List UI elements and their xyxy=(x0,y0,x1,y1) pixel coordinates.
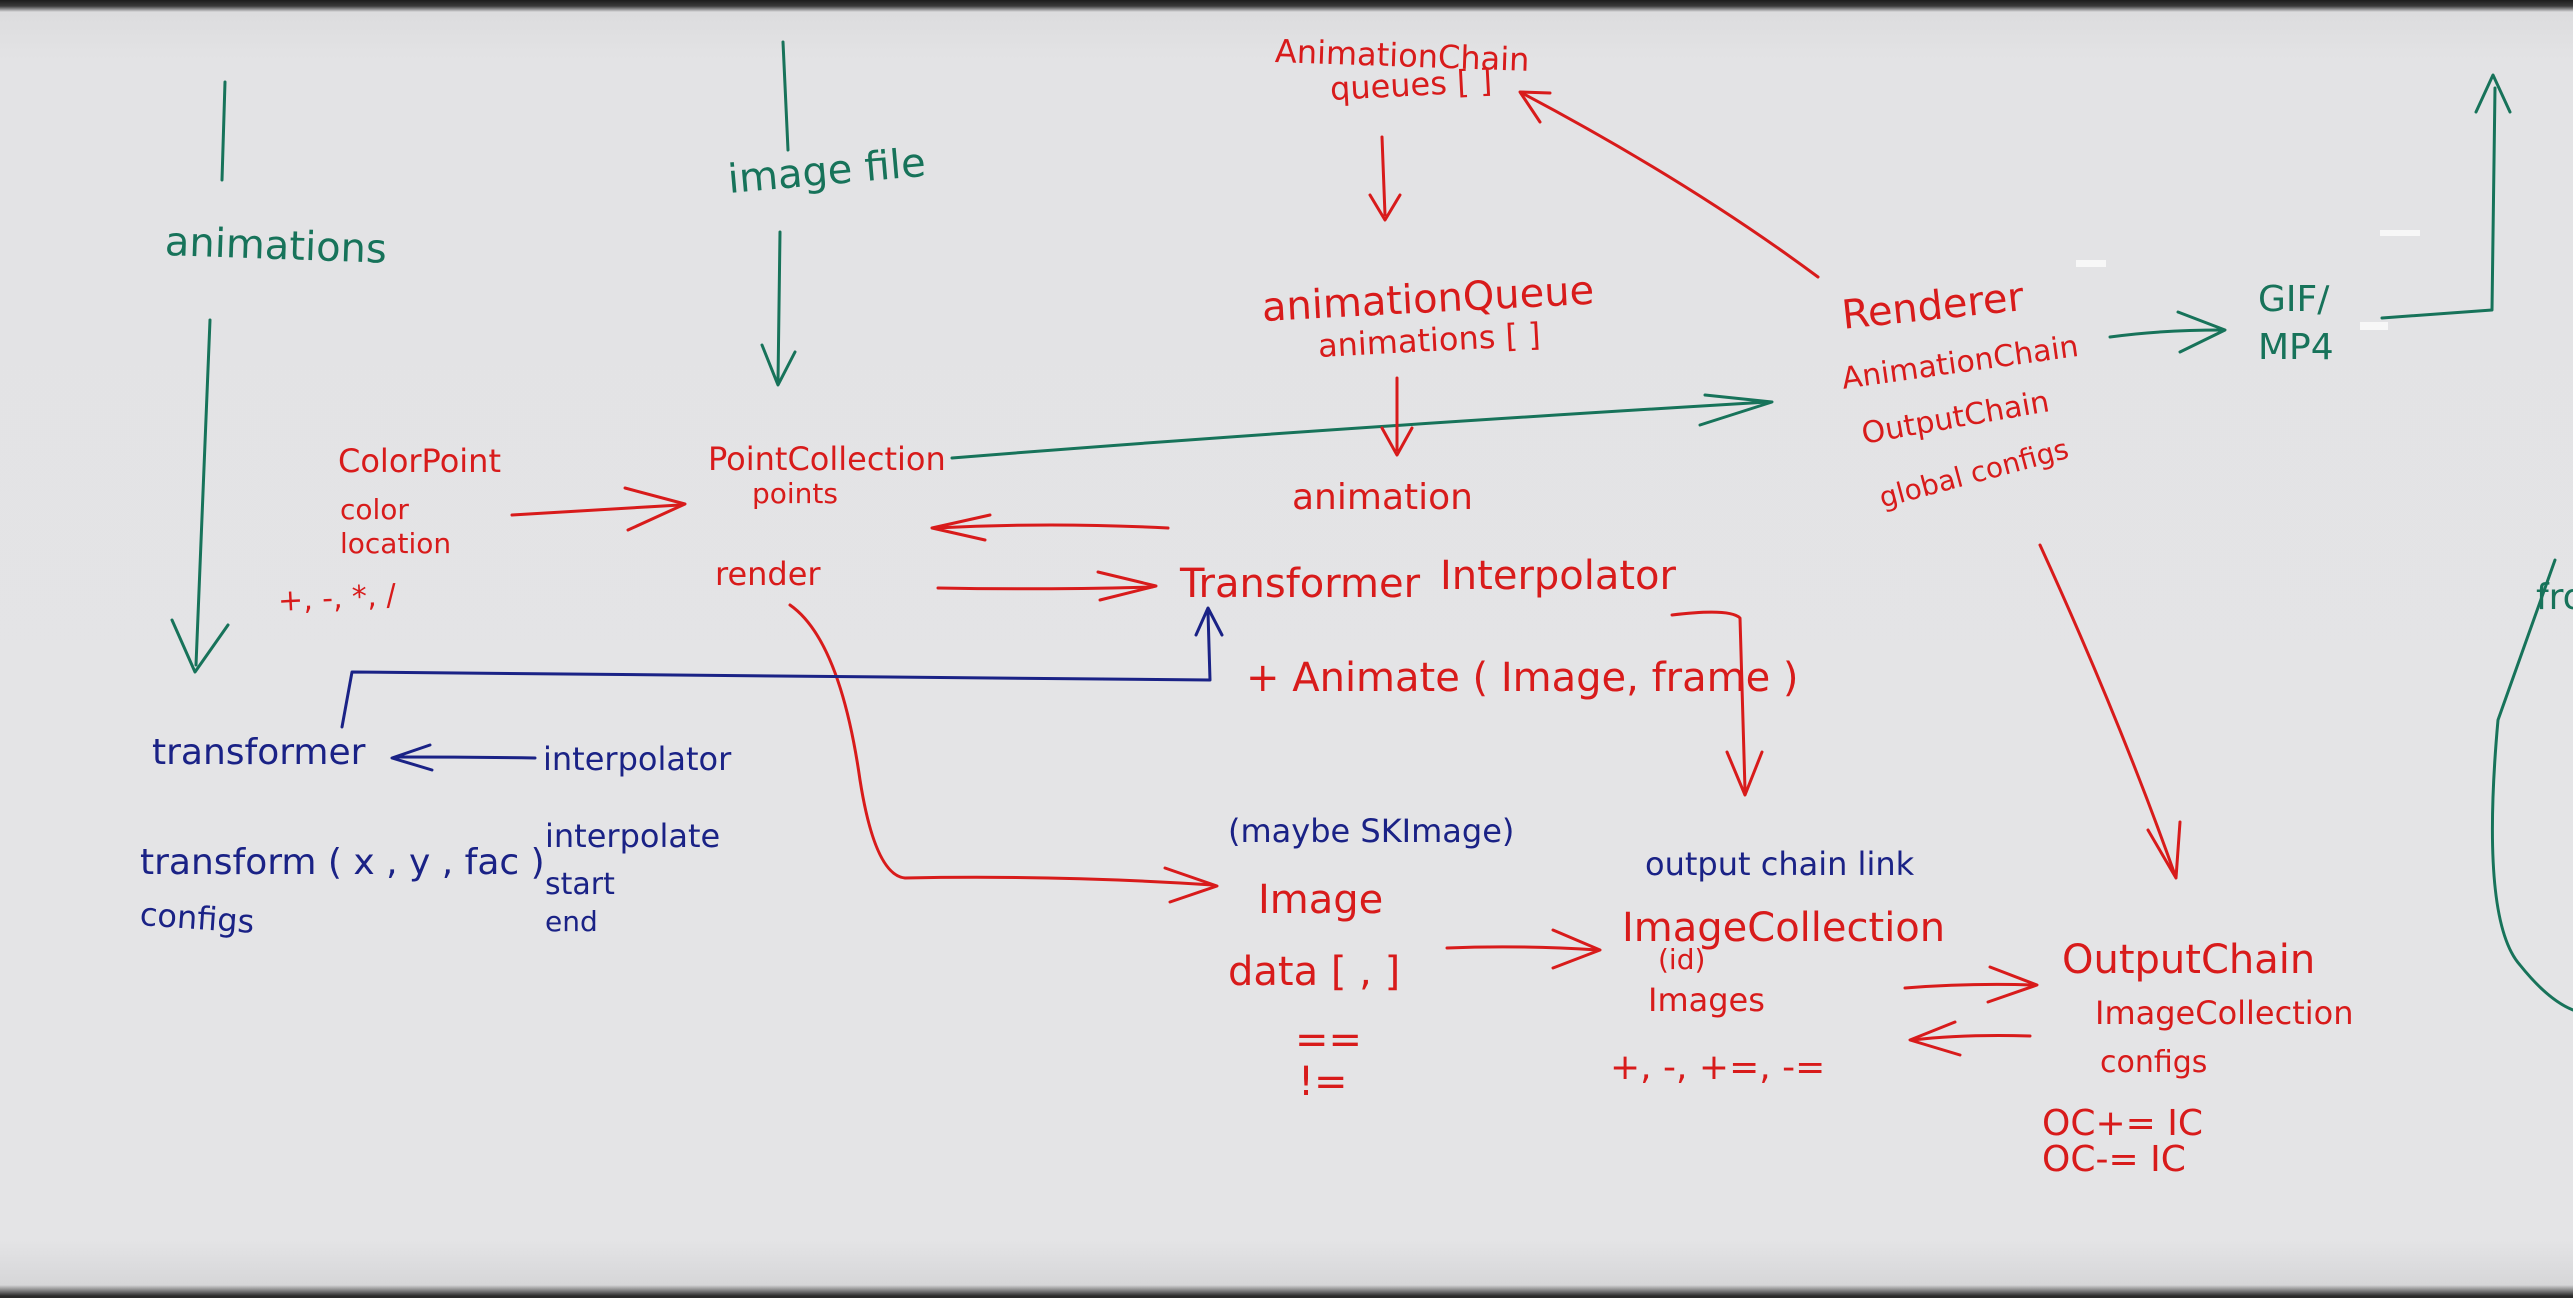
arrow-interpolator-to-imagecollection xyxy=(1670,610,1747,792)
arrowhead-transformer xyxy=(170,618,230,674)
smudges xyxy=(2076,230,2420,330)
arrow-image-file-top-line xyxy=(781,40,790,152)
arrowhead-image xyxy=(1163,866,1219,904)
label-interpolator-red: Interpolator xyxy=(1440,553,1676,599)
arrowhead-gif xyxy=(2176,310,2227,354)
label-image-neq: != xyxy=(1298,1059,1348,1105)
arrowhead-outputchain xyxy=(1986,965,2039,1004)
label-output-chain: OutputChain xyxy=(2062,937,2316,983)
arrow-imagecollection-to-outputchain xyxy=(1903,982,2035,990)
label-image-eq: == xyxy=(1295,1017,1363,1063)
label-transform-method: transform ( x , y , fac ) xyxy=(140,842,545,883)
label-image-collection-id: (id) xyxy=(1658,943,1706,976)
arrow-gif-up xyxy=(2380,86,2497,320)
label-animations: animations xyxy=(164,219,388,273)
arrow-image-to-imagecollection xyxy=(1445,945,1600,952)
arrow-renderer-to-outputchain xyxy=(2038,543,2177,877)
arrowhead-pointcollection xyxy=(760,343,797,387)
label-animation-chain-queues: queues [ ] xyxy=(1329,61,1494,108)
label-transformer-configs: configs xyxy=(138,895,256,941)
label-color-point-color: color xyxy=(340,493,409,526)
arrowhead-back-pointcollection xyxy=(930,513,992,542)
label-interpolator-blue: interpolator xyxy=(543,740,732,778)
label-image-data: data [ , ] xyxy=(1228,949,1401,995)
label-interpolate-end: end xyxy=(545,905,598,938)
arrow-outputchain-to-imagecollection xyxy=(1910,1034,2032,1042)
label-color-point: ColorPoint xyxy=(338,442,501,480)
label-point-collection: PointCollection xyxy=(708,440,946,478)
label-output-chain-link: output chain link xyxy=(1645,845,1915,883)
arrow-transformer-to-transformer xyxy=(340,610,1212,729)
arrow-render-to-image xyxy=(788,603,1215,887)
label-animation: animation xyxy=(1292,477,1473,518)
arrowhead-outputchain-2 xyxy=(2146,820,2182,880)
arrowhead-transformer-red-blue xyxy=(1194,606,1224,637)
arrowhead-imagecollection-back xyxy=(1908,1020,1962,1057)
arrowhead-transformer-blue xyxy=(390,743,434,772)
arrowhead-animationchain xyxy=(1518,90,1552,124)
label-transformer-blue: transformer xyxy=(152,732,366,773)
edge-bracket xyxy=(2490,558,2573,1012)
label-image-collection: ImageCollection xyxy=(1622,905,1946,951)
arrowhead-animation xyxy=(1380,426,1414,457)
label-point-collection-render: render xyxy=(715,555,821,593)
arrow-interpolator-to-transformer xyxy=(396,755,537,760)
arrow-renderer-to-gif xyxy=(2108,328,2224,339)
label-maybe-skimage: (maybe SKImage) xyxy=(1228,812,1515,850)
arrowhead-imagecollection-2 xyxy=(1551,928,1602,970)
label-gif: GIF/ xyxy=(2258,279,2330,320)
label-output-chain-image-collection: ImageCollection xyxy=(2095,994,2354,1032)
arrowhead-imagecollection xyxy=(1725,750,1764,797)
label-image-collection-images: Images xyxy=(1648,981,1765,1019)
arrow-image-file-to-pointcollection xyxy=(776,230,782,384)
arrowhead-renderer xyxy=(1698,393,1774,427)
arrow-pointcollection-to-renderer xyxy=(950,400,1770,460)
arrow-animation-to-pointcollection xyxy=(933,523,1170,530)
arrowhead-queue xyxy=(1368,193,1402,222)
arrowhead-transformer-red xyxy=(1096,570,1158,602)
arrow-renderer-to-animationchain xyxy=(1520,91,1820,279)
arrowhead-up xyxy=(2474,73,2512,114)
label-interpolate-start: start xyxy=(545,867,615,902)
arrow-colorpoint-to-pointcollection xyxy=(510,503,682,517)
arrow-animationchain-to-queue xyxy=(1380,135,1387,217)
label-color-point-location: location xyxy=(340,527,452,560)
arrowhead-pointcollection-red xyxy=(623,486,687,532)
label-image: Image xyxy=(1258,877,1384,923)
label-mp4: MP4 xyxy=(2258,327,2334,368)
label-point-collection-points: points xyxy=(752,477,838,510)
arrow-animations-top-line xyxy=(220,80,227,182)
label-color-point-ops: +, -, *, / xyxy=(277,577,398,619)
label-transformer-red: Transformer xyxy=(1180,561,1421,607)
label-animate-method: + Animate ( Image, frame ) xyxy=(1246,655,1799,701)
label-oc-plus: OC+= IC xyxy=(2042,1103,2203,1144)
label-image-collection-ops: +, -, +=, -= xyxy=(1610,1047,1826,1088)
label-interpolate: interpolate xyxy=(545,817,721,855)
arrow-render-to-transformer xyxy=(936,585,1154,591)
label-edge-fragment: fro xyxy=(2536,577,2573,618)
label-oc-minus: OC-= IC xyxy=(2042,1139,2186,1180)
arrow-animations-to-transformer xyxy=(194,318,212,667)
label-output-chain-configs: configs xyxy=(2100,1045,2208,1080)
